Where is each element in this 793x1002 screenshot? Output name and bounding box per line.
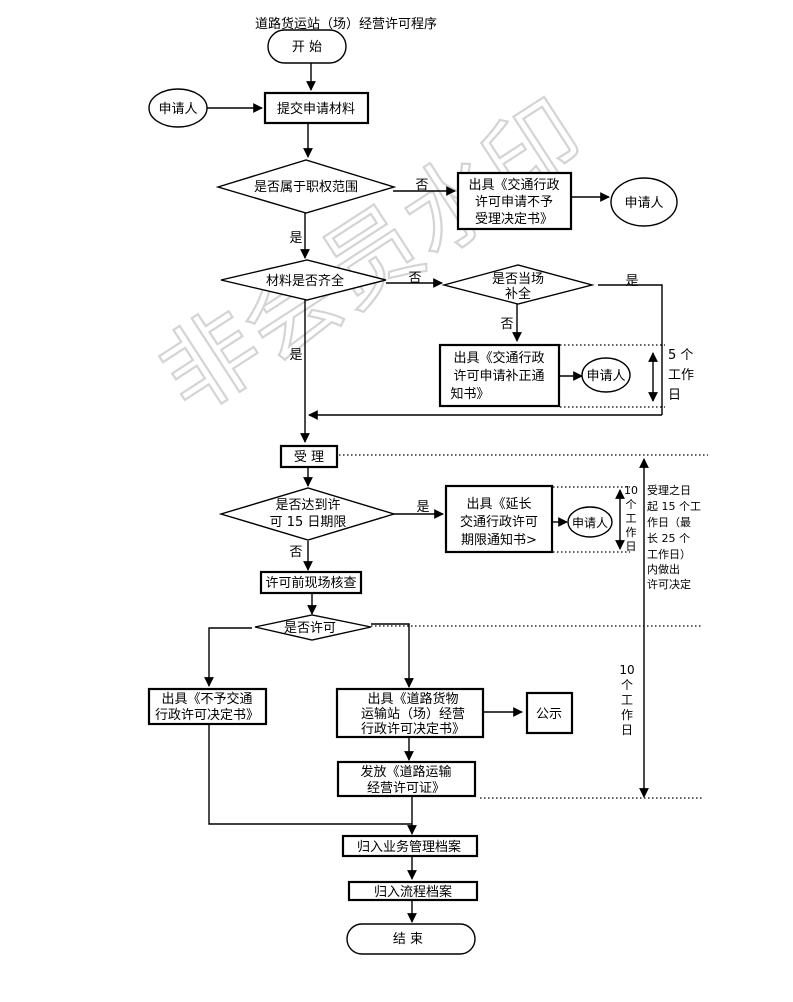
svg-text:可 15 日期限: 可 15 日期限 bbox=[270, 515, 347, 530]
applicant-node-3: 申请人 bbox=[581, 357, 631, 393]
label-no-3: 否 bbox=[500, 317, 513, 332]
svg-text:出具《交通行政: 出具《交通行政 bbox=[453, 350, 544, 366]
svg-text:工: 工 bbox=[621, 693, 633, 707]
svg-text:申请人: 申请人 bbox=[624, 196, 663, 211]
archive-process-box: 归入流程档案 bbox=[347, 880, 479, 902]
svg-text:行政许可决定书》: 行政许可决定书》 bbox=[155, 708, 259, 723]
materials-complete-decision: 材料是否齐全 bbox=[220, 259, 387, 301]
deny-decision-box: 出具《不予交通 行政许可决定书》 bbox=[147, 687, 268, 726]
svg-text:提交申请材料: 提交申请材料 bbox=[277, 101, 355, 117]
svg-text:补全: 补全 bbox=[505, 286, 531, 302]
svg-text:许可决定: 许可决定 bbox=[647, 577, 691, 591]
page-title: 道路货运站（场）经营许可程序 bbox=[255, 16, 437, 32]
end-node: 结 束 bbox=[346, 923, 476, 955]
svg-text:许可申请不予: 许可申请不予 bbox=[475, 195, 553, 210]
svg-text:公示: 公示 bbox=[536, 707, 562, 722]
archive-business-box: 归入业务管理档案 bbox=[341, 834, 479, 858]
applicant-node-4: 申请人 bbox=[567, 506, 613, 538]
issue-license-box: 发放《道路运输 经营许可证》 bbox=[336, 760, 477, 798]
start-node: 开 始 bbox=[267, 29, 347, 64]
applicant-node-2: 申请人 bbox=[610, 177, 678, 227]
svg-text:归入流程档案: 归入流程档案 bbox=[374, 885, 452, 900]
reject-notice-box: 出具《交通行政 许可申请不予 受理决定书》 bbox=[456, 171, 573, 231]
accept-box: 受 理 bbox=[279, 444, 339, 469]
svg-text:内做出: 内做出 bbox=[647, 562, 680, 576]
svg-text:受理决定书》: 受理决定书》 bbox=[475, 212, 553, 227]
svg-text:运输站（场）经营: 运输站（场）经营 bbox=[361, 706, 465, 722]
label-no-1: 否 bbox=[415, 178, 428, 193]
svg-text:行政许可决定书》: 行政许可决定书》 bbox=[361, 722, 465, 737]
svg-text:出具《道路货物: 出具《道路货物 bbox=[367, 691, 458, 707]
svg-text:工作: 工作 bbox=[668, 368, 694, 383]
svg-text:发放《道路运输: 发放《道路运输 bbox=[360, 764, 451, 780]
label-no-2: 否 bbox=[408, 271, 421, 286]
svg-text:日: 日 bbox=[668, 388, 681, 403]
svg-text:工: 工 bbox=[626, 512, 637, 525]
svg-text:日: 日 bbox=[621, 723, 633, 737]
dotted-guides bbox=[339, 344, 708, 799]
publicize-box: 公示 bbox=[525, 691, 574, 735]
label-yes-2: 是 bbox=[289, 348, 302, 363]
site-check-box: 许可前现场核查 bbox=[259, 570, 363, 595]
svg-text:出具《交通行政: 出具《交通行政 bbox=[468, 177, 559, 193]
applicant-node-1: 申请人 bbox=[148, 88, 208, 128]
extend-notice-box: 出具《延长 交通行政许可 期限通知书> bbox=[444, 484, 554, 554]
connectors bbox=[204, 62, 663, 923]
svg-text:材料是否齐全: 材料是否齐全 bbox=[266, 273, 344, 289]
svg-text:许可前现场核查: 许可前现场核查 bbox=[265, 575, 356, 591]
svg-text:10: 10 bbox=[619, 663, 634, 677]
svg-text:许可申请补正通: 许可申请补正通 bbox=[453, 369, 544, 384]
svg-text:开 始: 开 始 bbox=[292, 40, 322, 55]
svg-text:工作日）: 工作日） bbox=[647, 548, 691, 561]
ten-days-note-b: 10 个 工 作 日 bbox=[619, 663, 634, 737]
deadline-note: 受理之日 起 15 个工 作日（最 长 25 个 工作日） 内做出 许可决定 bbox=[647, 483, 701, 591]
svg-text:作日（最: 作日（最 bbox=[647, 516, 691, 529]
svg-text:申请人: 申请人 bbox=[586, 369, 625, 384]
svg-text:日: 日 bbox=[626, 540, 637, 553]
label-yes-1: 是 bbox=[289, 231, 302, 246]
label-yes-3: 是 bbox=[625, 274, 638, 289]
reach-15-days-decision: 是否达到许 可 15 日期限 bbox=[218, 487, 397, 541]
svg-text:个: 个 bbox=[621, 678, 633, 692]
svg-text:知书》: 知书》 bbox=[450, 386, 489, 402]
svg-text:归入业务管理档案: 归入业务管理档案 bbox=[357, 839, 461, 855]
grant-decision-box: 出具《道路货物 运输站（场）经营 行政许可决定书》 bbox=[335, 687, 485, 739]
can-supplement-decision: 是否当场 补全 bbox=[441, 264, 595, 305]
svg-text:是否当场: 是否当场 bbox=[492, 272, 544, 287]
svg-text:申请人: 申请人 bbox=[572, 516, 608, 530]
svg-text:出具《不予交通: 出具《不予交通 bbox=[161, 691, 252, 707]
five-days-note: 5 个 工作 日 bbox=[668, 348, 694, 403]
svg-text:作: 作 bbox=[621, 708, 633, 722]
svg-text:作: 作 bbox=[626, 526, 637, 539]
permit-decision: 是否许可 bbox=[254, 614, 372, 641]
svg-text:长 25 个: 长 25 个 bbox=[647, 532, 690, 545]
supplement-notice-box: 出具《交通行政 许可申请补正通 知书》 bbox=[438, 343, 561, 408]
svg-text:是否属于职权范围: 是否属于职权范围 bbox=[254, 179, 358, 195]
svg-text:期限通知书>: 期限通知书> bbox=[461, 532, 537, 548]
svg-text:受 理: 受 理 bbox=[294, 450, 324, 465]
svg-text:交通行政许可: 交通行政许可 bbox=[460, 514, 538, 530]
svg-text:10: 10 bbox=[624, 484, 638, 497]
submit-materials-box: 提交申请材料 bbox=[263, 91, 370, 125]
in-scope-decision: 是否属于职权范围 bbox=[215, 159, 397, 214]
svg-text:结 束: 结 束 bbox=[393, 932, 423, 947]
label-yes-4: 是 bbox=[416, 500, 429, 515]
svg-text:起 15 个工: 起 15 个工 bbox=[647, 500, 701, 513]
svg-text:受理之日: 受理之日 bbox=[647, 483, 691, 497]
svg-text:是否许可: 是否许可 bbox=[284, 621, 336, 636]
label-no-4: 否 bbox=[289, 545, 302, 560]
svg-text:申请人: 申请人 bbox=[158, 102, 197, 117]
svg-text:个: 个 bbox=[626, 498, 637, 511]
svg-text:经营许可证》: 经营许可证》 bbox=[367, 781, 445, 796]
svg-text:5 个: 5 个 bbox=[668, 348, 693, 363]
svg-text:出具《延长: 出具《延长 bbox=[466, 497, 531, 512]
ten-days-note-a: 10 个 工 作 日 bbox=[624, 484, 638, 553]
svg-text:是否达到许: 是否达到许 bbox=[275, 498, 340, 513]
